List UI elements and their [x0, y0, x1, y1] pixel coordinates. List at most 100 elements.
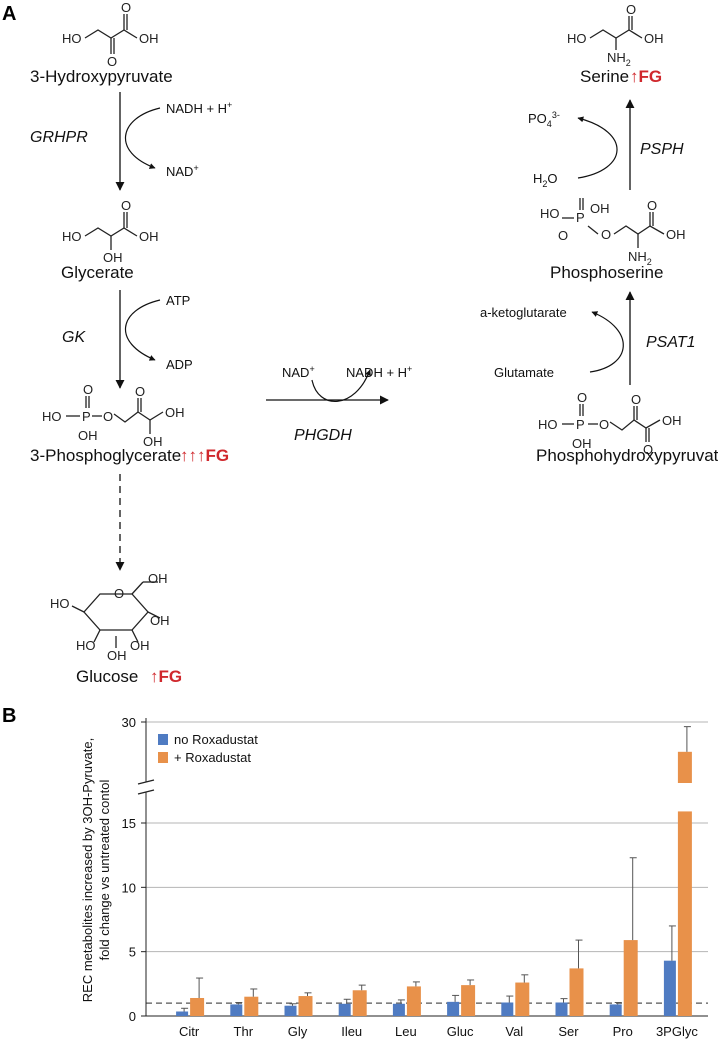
atom-oh: OH: [662, 413, 682, 428]
x-tick-label: Ileu: [341, 1024, 362, 1039]
compound-phosphoserine: Phosphoserine: [550, 263, 663, 282]
atom-o: O: [626, 2, 636, 17]
atom-ho: HO: [62, 31, 82, 46]
bar-Ser-control: [555, 1002, 568, 1016]
atom-o: O: [643, 442, 653, 457]
legend-label: + Roxadustat: [174, 750, 251, 765]
cofactor-glutamate: Glutamate: [494, 365, 554, 380]
panel-label-a: A: [2, 3, 16, 25]
atom-o: O: [114, 586, 124, 601]
y-tick-label: 10: [122, 880, 136, 895]
bar-Pro-control: [609, 1004, 622, 1016]
glucose-structure: [71, 581, 161, 648]
bar-Val-roxadustat: [515, 982, 530, 1016]
atom-o: O: [601, 227, 611, 242]
compound-hydroxypyruvate: 3-Hydroxypyruvate: [30, 67, 173, 86]
bar-Gluc-roxadustat: [461, 985, 476, 1016]
atom-nh2: NH2: [628, 249, 652, 267]
bar-Gly-control: [284, 1005, 297, 1016]
axis-break-mark: [137, 789, 155, 795]
atom-oh: OH: [139, 229, 159, 244]
compound-phosphoglycerate: 3-Phosphoglycerate: [30, 446, 181, 465]
atom-ho: HO: [50, 596, 70, 611]
bar-Citr-roxadustat: [190, 997, 205, 1016]
bar-3PGlyc-control: [663, 960, 676, 1016]
y-tick-label: 15: [122, 816, 136, 831]
cofactor-arc-phgdh: [311, 369, 371, 402]
enzyme-gk: GK: [62, 329, 86, 346]
annotation-serine-fg: ↑FG: [630, 67, 662, 86]
cofactor-nadh: NADH + H+: [166, 100, 232, 116]
atom-oh: OH: [143, 434, 163, 449]
atom-p: P: [82, 409, 91, 424]
bar-Ileu-roxadustat: [352, 990, 367, 1016]
bar-Thr-control: [230, 1004, 243, 1016]
annotation-glucose-fg: ↑FG: [150, 667, 182, 686]
atom-o: O: [599, 417, 609, 432]
glycerate-structure: [84, 212, 138, 250]
atom-o: O: [647, 198, 657, 213]
atom-oh: OH: [103, 250, 123, 265]
compound-glycerate: Glycerate: [61, 263, 134, 282]
atom-oh: OH: [130, 638, 150, 653]
atom-ho: HO: [76, 638, 96, 653]
atom-ho: HO: [567, 31, 587, 46]
atom-ho: HO: [62, 229, 82, 244]
atom-ho: HO: [540, 206, 560, 221]
cofactor-water: H2O: [533, 171, 558, 189]
atom-o: O: [83, 382, 93, 397]
enzyme-psat1: PSAT1: [646, 334, 696, 351]
panel-label-b: B: [2, 705, 16, 727]
cofactor-arc-psat1: [589, 311, 624, 373]
hydroxypyruvate-structure: [84, 14, 138, 54]
cofactor-adp: ADP: [166, 357, 193, 372]
cofactor-arc-grhpr: [125, 107, 161, 169]
x-tick-label: Val: [505, 1024, 523, 1039]
compound-serine: Serine: [580, 67, 629, 86]
atom-oh: OH: [644, 31, 664, 46]
cofactor-arc-gk: [125, 299, 161, 361]
y-tick-label: 30: [122, 715, 136, 730]
x-tick-label: Leu: [395, 1024, 417, 1039]
atom-p: P: [576, 210, 585, 225]
bar-Pro-roxadustat: [623, 940, 638, 1016]
enzyme-psph: PSPH: [640, 141, 684, 158]
cofactor-arc-psph: [577, 116, 618, 179]
x-tick-label: Gly: [288, 1024, 308, 1039]
y-axis-label: REC metabolites increased by 3OH-Pyruvat…: [80, 738, 95, 1002]
cofactor-atp: ATP: [166, 293, 190, 308]
atom-ho: HO: [42, 409, 62, 424]
cofactor-nad: NAD+: [166, 163, 199, 179]
atom-o: O: [631, 392, 641, 407]
atom-nh2: NH2: [607, 50, 631, 68]
bar-Val-control: [501, 1002, 514, 1016]
atom-oh: OH: [107, 648, 127, 663]
atom-oh: OH: [148, 571, 168, 586]
atom-oh: OH: [666, 227, 686, 242]
atom-p: P: [576, 417, 585, 432]
atom-ho: HO: [538, 417, 558, 432]
atom-oh: OH: [78, 428, 98, 443]
annotation-pgl-fg: ↑↑↑FG: [180, 446, 229, 465]
bar-Leu-roxadustat: [406, 986, 421, 1016]
phosphoserine-structure: [562, 198, 665, 248]
compound-phosphohydroxypyruvate: Phosphohydroxypyruvate: [536, 446, 718, 465]
atom-o: O: [135, 384, 145, 399]
atom-o: O: [558, 228, 568, 243]
x-tick-label: Ser: [558, 1024, 579, 1039]
enzyme-grhpr: GRHPR: [30, 129, 88, 146]
bar-Thr-roxadustat: [244, 996, 259, 1016]
y-tick-label: 0: [129, 1009, 136, 1024]
x-tick-label: 3PGlyc: [656, 1024, 698, 1039]
axis-break-mark: [137, 779, 155, 785]
bar-3PGlyc-roxadustat: [677, 811, 692, 1016]
cofactor-phosphate: PO43-: [528, 110, 560, 129]
atom-o: O: [121, 198, 131, 213]
serine-structure: [589, 16, 643, 50]
cofactor-aketoglutarate: a-ketoglutarate: [480, 305, 567, 320]
y-axis-label: fold change vs untreated contol: [97, 780, 112, 961]
x-tick-label: Thr: [234, 1024, 254, 1039]
x-tick-label: Gluc: [447, 1024, 474, 1039]
